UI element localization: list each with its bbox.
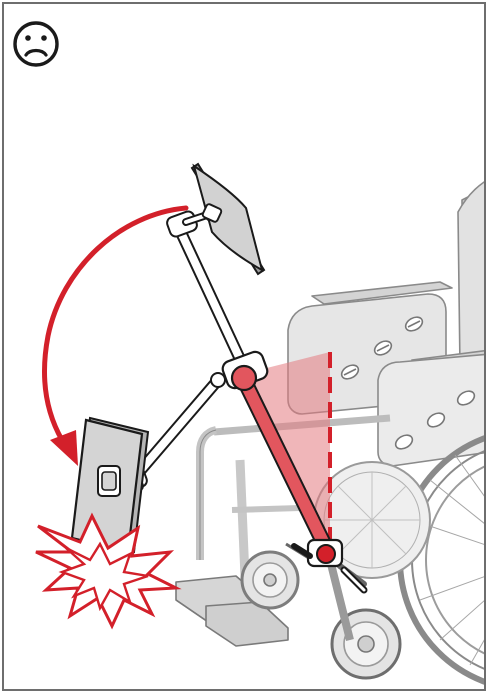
wheelchair	[176, 178, 490, 690]
wheelchair-lower-rail	[232, 508, 300, 510]
swing-arrow-head	[50, 430, 78, 466]
wheelchair-near-armrest-panel	[378, 354, 490, 466]
swing-arrow-curve	[44, 208, 186, 440]
wheelchair-caster-back	[242, 552, 298, 608]
wheelchair-front-frame	[200, 430, 216, 560]
wheelchair-backrest-upper	[458, 178, 490, 368]
sad-face-icon	[15, 23, 57, 65]
